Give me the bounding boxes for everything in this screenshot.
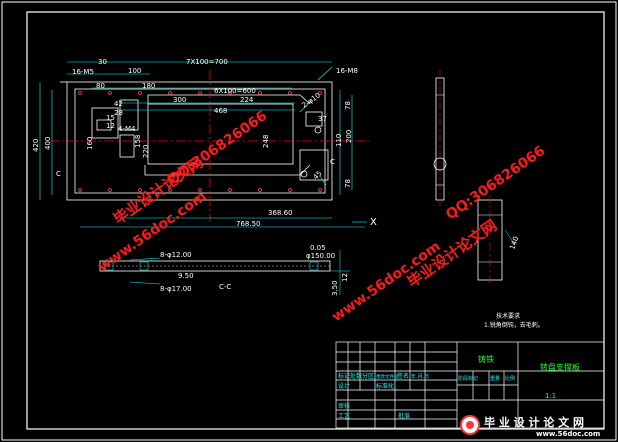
footer-site-text: www.56doc.com (536, 430, 600, 438)
dim-28: 28 (114, 109, 123, 117)
dim-160: 160 (86, 137, 94, 150)
section-c-right: C (330, 158, 335, 166)
dimension-lines (39, 61, 367, 228)
side-view (433, 70, 516, 285)
top-view (60, 81, 333, 201)
tb-scale-value: 1:1 (545, 392, 556, 400)
dim-37: 37 (318, 115, 327, 123)
dim-phi150: φ150.00 (306, 252, 335, 260)
dim-158: 158 (134, 135, 142, 148)
watermark-qq-2: QQ:306826066 (443, 143, 548, 223)
tb-label-design: 设计 (338, 382, 350, 390)
tb-label-stage: 阶段标记 (458, 375, 478, 382)
tb-label-process: 工艺 (338, 412, 350, 420)
section-view (99, 250, 350, 295)
dim-42: 42 (114, 100, 123, 108)
dim-400: 400 (44, 137, 52, 150)
tb-label-mark: 标记 (338, 372, 350, 380)
dim-3-50: 3.50 (331, 280, 339, 296)
dim-16-m8: 16-M8 (336, 67, 358, 75)
tb-label-zone: 分区 (362, 372, 374, 380)
dim-7x100: 7X100=700 (186, 58, 228, 66)
dim-78-bottom: 78 (344, 179, 352, 188)
tb-label-sign: 签名 (397, 372, 409, 380)
dim-16-m5: 16-M5 (72, 68, 94, 76)
tb-material: 铸铁 (478, 354, 494, 364)
notes-line-1: 1.锐角倒钝，去毛刺。 (484, 321, 544, 329)
dim-section-12: 12 (341, 273, 349, 282)
dim-0-05: 0.05 (310, 244, 326, 252)
dim-110: 110 (335, 134, 343, 147)
dim-8-phi12: 8-φ12.00 (160, 251, 192, 259)
dim-468: 468 (214, 107, 227, 115)
dim-78-top: 78 (344, 101, 352, 110)
dim-2-phi10: 2-φ10 (301, 91, 322, 109)
section-c-left: C (56, 170, 61, 178)
tb-label-approve: 批准 (398, 412, 410, 420)
dim-8-phi17: 8-φ17.00 (160, 285, 192, 293)
inner-frame (26, 11, 605, 430)
dim-100: 100 (128, 67, 141, 75)
dim-300: 300 (173, 96, 186, 104)
axis-x-label: X (370, 217, 377, 228)
dim-4-m4: 4-M4 (118, 125, 136, 133)
dim-368-60: 368.60 (268, 209, 293, 217)
dim-6x100: 6X100=600 (214, 87, 256, 95)
tb-label-date: 年.月.日 (411, 373, 429, 380)
tb-label-count: 处数 (350, 372, 362, 380)
title-block (335, 341, 605, 429)
dim-12: 12 (106, 122, 115, 130)
notes-title: 技术要求 (496, 312, 520, 320)
tb-label-change-doc: 更改文件号 (376, 373, 399, 380)
dim-9-50: 9.50 (178, 272, 194, 280)
dim-180: 180 (142, 82, 155, 90)
tb-label-standard: 标准化 (376, 382, 394, 390)
dim-80: 80 (96, 82, 105, 90)
dim-224: 224 (240, 96, 254, 104)
dim-220: 220 (142, 145, 150, 158)
dim-30: 30 (98, 58, 107, 66)
tb-label-review: 审核 (338, 402, 350, 410)
footer-logo: 毕 业 设 计 论 文 网 www.56doc.com (460, 415, 600, 438)
tb-part-name: 转盘支撑板 (540, 362, 580, 372)
dim-768-50: 768.50 (236, 220, 261, 228)
dim-45: 45 (312, 169, 324, 181)
tb-label-weight: 重量 (490, 375, 500, 382)
dim-15: 15 (106, 114, 115, 122)
dim-200: 200 (345, 130, 353, 143)
footer-brand-text: 毕 业 设 计 论 文 网 (484, 415, 584, 429)
tb-label-scale: 比例 (505, 375, 515, 382)
dim-420: 420 (32, 139, 40, 152)
section-title: C-C (219, 283, 231, 291)
dim-248: 248 (262, 135, 270, 148)
